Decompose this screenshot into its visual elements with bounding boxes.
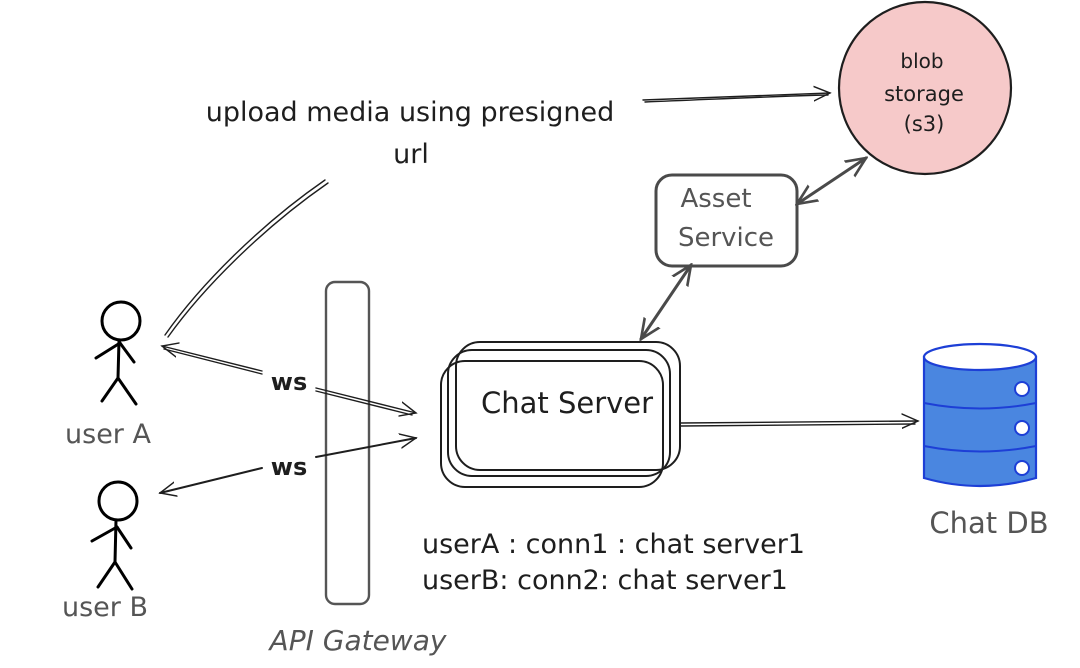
asset-blob-arrow: [797, 158, 866, 204]
api-gateway-box: [324, 280, 371, 606]
user-b-node[interactable]: user B: [62, 480, 148, 623]
connection-map-line-2: userB: conn2: chat server1: [422, 565, 788, 596]
user-a-label: user A: [65, 419, 151, 450]
blob-storage-label-3: (s3): [904, 112, 945, 136]
chat-db-arrow-double: [680, 423, 916, 427]
asset-service-label-2: Service: [678, 223, 774, 253]
chat-db-top: [922, 342, 1038, 372]
ws-arrow-a-right: [315, 387, 416, 413]
ws-label-top: ws: [271, 368, 307, 396]
blob-storage-label-2: storage: [884, 82, 964, 106]
upload-arrow-to-blob: [642, 93, 830, 100]
ws-arrow-a-left: [162, 346, 263, 372]
chat-db-divider-2: [923, 445, 1037, 453]
chat-db-dot-3: [1014, 460, 1030, 476]
upload-line-from-user-a: [164, 179, 326, 336]
chat-asset-arrow: [641, 265, 691, 339]
user-b-label: user B: [62, 592, 148, 623]
chat-db-dot-1: [1014, 381, 1030, 397]
user-b-person-icon: [90, 480, 139, 591]
asset-service-label-1: Asset: [680, 184, 751, 214]
ws-arrow-a-left-double: [163, 348, 263, 375]
chat-db-dot-2: [1014, 420, 1030, 436]
upload-media-label-1: upload media using presigned: [206, 97, 615, 128]
user-a-node[interactable]: user A: [65, 300, 151, 450]
chat-server-node[interactable]: Chat Server: [440, 341, 681, 488]
chat-db-body: [922, 355, 1038, 488]
chat-server-stack-2: [447, 349, 671, 477]
ws-arrow-a-right-double: [315, 390, 413, 416]
blob-storage-circle: [837, 0, 1013, 176]
connection-map-line-1: userA : conn1 : chat server1: [422, 529, 805, 560]
chat-server-label: Chat Server: [481, 386, 653, 420]
ws-label-bottom: ws: [271, 453, 307, 481]
chat-db-divider-1: [923, 402, 1037, 410]
api-gateway-label: API Gateway: [268, 624, 447, 657]
api-gateway-node[interactable]: API Gateway: [268, 280, 447, 657]
upload-line-from-user-a-double: [167, 182, 329, 338]
ws-arrow-b-right: [315, 438, 416, 458]
upload-arrow-to-blob-double: [644, 94, 829, 103]
user-a-person-icon: [94, 300, 142, 406]
chat-db-arrow: [680, 421, 918, 423]
blob-storage-node[interactable]: blob storage (s3): [837, 0, 1013, 176]
chat-server-stack-3: [440, 360, 664, 488]
asset-service-node[interactable]: Asset Service: [654, 173, 799, 268]
chat-db-node[interactable]: Chat DB: [922, 342, 1049, 540]
chat-server-box: [455, 341, 681, 471]
ws-arrow-b-left: [160, 467, 263, 493]
chat-db-label: Chat DB: [929, 506, 1048, 540]
asset-service-box: [654, 173, 799, 268]
upload-media-label-2: url: [393, 139, 429, 170]
blob-storage-label-1: blob: [900, 49, 943, 73]
